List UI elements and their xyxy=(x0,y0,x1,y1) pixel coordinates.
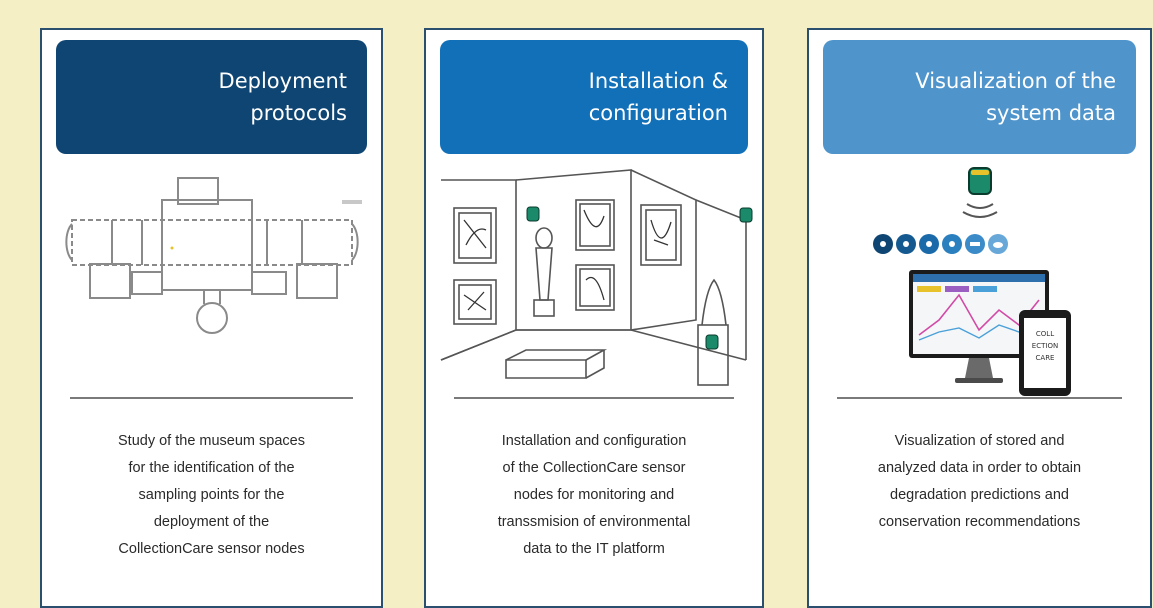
step-description: Installation and configuration of the Co… xyxy=(497,433,691,557)
tablet-icon: COLL ECTION CARE xyxy=(1019,310,1071,396)
step-title-line: system data xyxy=(986,101,1116,125)
tablet-text-line: CARE xyxy=(1036,354,1055,362)
parameter-icons-row xyxy=(873,234,1008,254)
step-title-line: protocols xyxy=(250,101,347,125)
floor-plan-icon xyxy=(52,160,371,400)
step-card-visualization: Visualization of the system data xyxy=(807,28,1152,608)
step-card-deployment: Deployment protocols xyxy=(40,28,383,608)
step-header-installation: Installation & configuration xyxy=(440,40,748,154)
dashboard-devices-icon: COLL ECTION CARE xyxy=(819,160,1140,400)
step-description: Visualization of stored and analyzed dat… xyxy=(877,433,1082,530)
tablet-text-line: ECTION xyxy=(1032,342,1058,350)
museum-room-sensors-icon xyxy=(436,160,753,400)
tablet-text-line: COLL xyxy=(1036,330,1054,338)
divider xyxy=(837,397,1122,399)
step-header-deployment: Deployment protocols xyxy=(56,40,367,154)
step-title-line: Installation & xyxy=(588,69,728,93)
step-description: Study of the museum spaces for the ident… xyxy=(118,433,305,557)
divider xyxy=(70,397,353,399)
step-title-line: configuration xyxy=(588,101,728,125)
divider xyxy=(454,397,734,399)
step-title-line: Deployment xyxy=(218,69,347,93)
step-card-installation: Installation & configuration xyxy=(424,28,764,608)
sensor-node-icon xyxy=(962,167,998,218)
step-header-visualization: Visualization of the system data xyxy=(823,40,1136,154)
step-title-line: Visualization of the xyxy=(915,69,1116,93)
sensor-node-icon xyxy=(526,206,753,350)
